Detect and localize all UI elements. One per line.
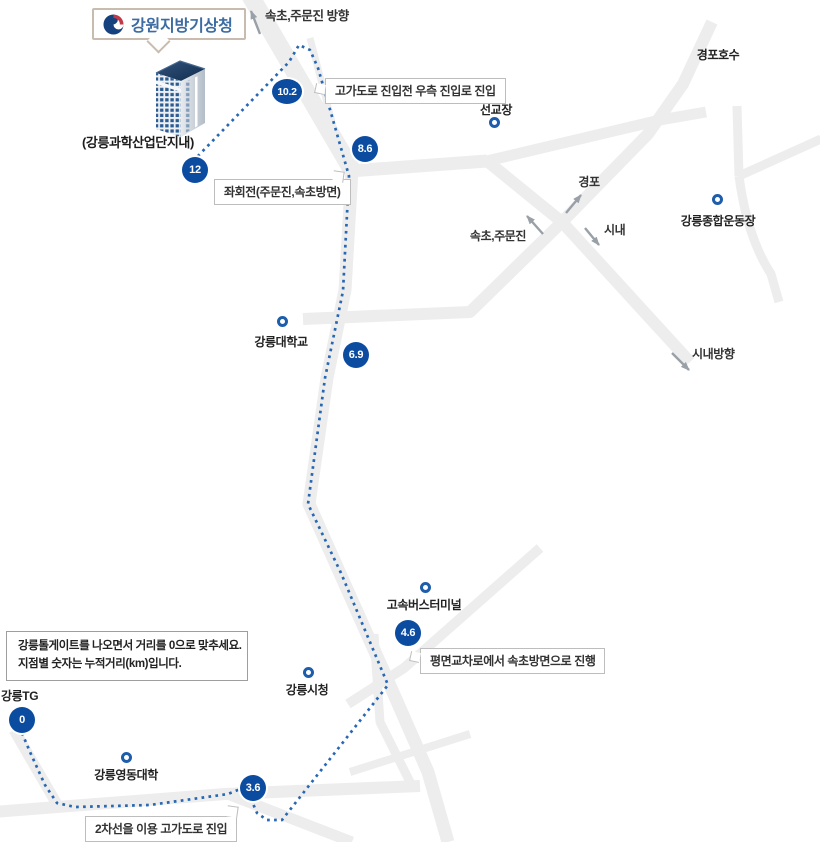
callout-highway-right-ramp: 고가도로 진입전 우측 진입로 진입 <box>325 78 506 104</box>
poi-label-sports-complex: 강릉종합운동장 <box>680 214 756 228</box>
distance-marker-4-6: 4.6 <box>395 620 421 646</box>
poi-dot-city-hall <box>303 667 314 678</box>
guide-note-line2: 지점별 숫자는 누적거리(km)입니다. <box>18 657 182 670</box>
place-gangneung-tg: 강릉TG <box>1 689 39 703</box>
arrow-gyeongpo <box>565 194 582 214</box>
sign-sokcho-jumunjin: 속초,주문진 <box>469 229 527 243</box>
guide-note-box: 강릉톨게이트를 나오면서 거리를 0으로 맞추세요. 지점별 숫자는 누적거리(… <box>6 631 248 681</box>
callout-tail <box>314 83 326 95</box>
callout-tail <box>409 651 421 663</box>
distance-marker-3-6: 3.6 <box>240 775 266 801</box>
poi-dot-yeongdong-college <box>121 752 132 763</box>
kma-logo-icon <box>103 13 124 35</box>
distance-marker-6-9: 6.9 <box>343 342 369 368</box>
guide-note-line1: 강릉톨게이트를 나오면서 거리를 0으로 맞추세요. <box>18 640 242 652</box>
poi-dot-express-bus-terminal <box>420 582 431 593</box>
callout-second-lane-entry: 2차선을 이용 고가도로 진입 <box>85 816 238 842</box>
callout-tail <box>332 170 345 183</box>
agency-logo-box: 강원지방기상청 <box>92 8 246 40</box>
building-illustration <box>155 60 206 137</box>
sign-sinae: 시내 <box>604 223 626 237</box>
distance-marker-8-6: 8.6 <box>352 136 378 162</box>
callout-left-turn: 좌회전(주문진,속초방면) <box>214 179 351 205</box>
place-gyeongpo-lake: 경포호수 <box>696 48 740 62</box>
poi-label-city-hall: 강릉시청 <box>285 683 329 697</box>
arrow-sinae <box>584 227 600 246</box>
agency-name: 강원지방기상청 <box>131 18 233 35</box>
sign-sinae-direction: 시내방향 <box>692 347 735 361</box>
callout-flat-intersection: 평면교차로에서 속초방면으로 진행 <box>420 648 606 674</box>
sign-gyeongpo: 경포 <box>578 175 600 189</box>
poi-dot-gangneung-university <box>277 316 288 327</box>
poi-label-seongyojang: 선교장 <box>480 103 512 117</box>
poi-label-express-bus-terminal: 고속버스터미널 <box>386 598 462 612</box>
distance-marker-12: 12 <box>182 157 208 183</box>
distance-marker-0: 0 <box>9 707 35 733</box>
poi-label-yeongdong-college: 강릉영동대학 <box>94 768 158 782</box>
poi-label-gangneung-university: 강릉대학교 <box>254 335 308 349</box>
poi-dot-seongyojang <box>489 117 500 128</box>
distance-marker-10-2: 10.2 <box>272 79 302 104</box>
arrow-sinae-direction <box>671 352 690 371</box>
arrow-sokcho-jumunjin <box>526 215 544 235</box>
sign-sokcho-jumunjin-direction: 속초,주문진 방향 <box>265 9 349 23</box>
arrow-sokcho-jumunjin-direction <box>249 10 262 35</box>
callout-tail <box>226 805 239 818</box>
poi-dot-sports-complex <box>712 194 723 205</box>
direction-arrows <box>249 10 690 371</box>
agency-location-note: (강릉과학산업단지내) <box>82 135 194 150</box>
